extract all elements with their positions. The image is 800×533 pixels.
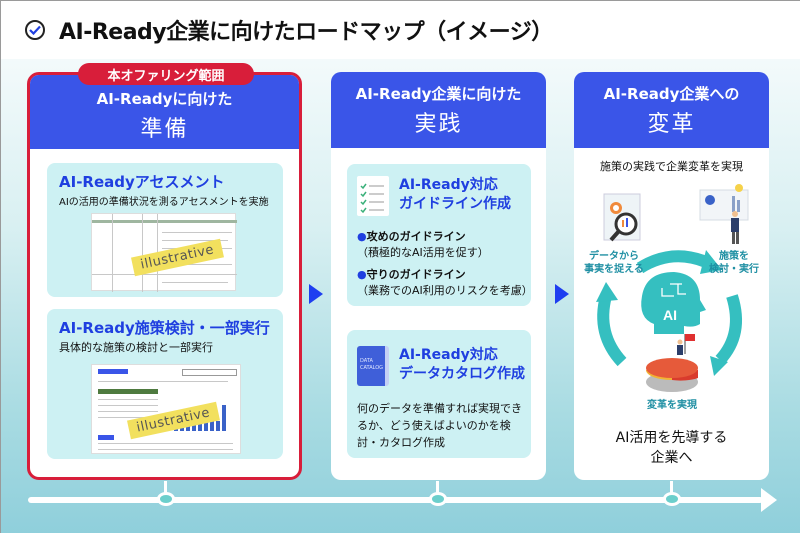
data-catalog-card: DATA CATALOG AI-Ready対応 データカタログ作成 何のデータを… [347, 330, 531, 458]
step-arrow-icon [555, 284, 569, 304]
phase-header: AI-Ready企業への 変革 [574, 72, 769, 148]
phase-title: 準備 [140, 116, 189, 142]
ai-head-icon [641, 272, 706, 334]
phase-transformation: AI-Ready企業への 変革 施策の実践で企業変革を実現 [574, 72, 769, 480]
book-label: CATALOG [360, 365, 384, 371]
timeline-node [429, 492, 447, 506]
card-title-line2: ガイドライン作成 [399, 196, 511, 212]
card-description: 具体的な施策の検討と一部実行 [59, 341, 213, 354]
card-description: AIの活用の準備状況を測るアセスメントを実施 [59, 197, 269, 208]
timeline-node [663, 492, 681, 506]
data-catalog-book-icon: DATA CATALOG [357, 346, 389, 386]
offering-scope-badge: 本オファリング範囲 [78, 63, 254, 85]
card-title-line1: AI-Ready対応 [399, 177, 498, 193]
phase-title: 変革 [647, 111, 696, 137]
cycle-step-label: 施策を [719, 249, 749, 262]
ai-label: AI [663, 307, 677, 323]
guideline-card: AI-Ready対応 ガイドライン作成 ●攻めのガイドライン （積極的なAI活用… [347, 164, 533, 306]
measure-plan-screenshot: illustrative [91, 364, 241, 454]
checklist-icon [357, 176, 389, 216]
bullet-item: ●守りのガイドライン （業務でのAI利用のリスクを考慮） [357, 268, 533, 297]
phase-intro: 施策の実践で企業変革を実現 [600, 160, 743, 173]
card-title-line1: AI-Ready対応 [399, 347, 498, 363]
card-title: AI-Ready施策検討・一部実行 [59, 319, 270, 337]
phase-subtitle: AI-Readyに向けた [96, 89, 233, 108]
timeline-arrowhead-icon [761, 488, 777, 512]
cycle-arrows [597, 250, 742, 367]
presenter-icon [699, 184, 749, 244]
goal-line1: AI活用を先導する [615, 430, 728, 446]
goal-line2: 企業へ [650, 450, 693, 466]
document-magnifier-icon [603, 193, 641, 242]
card-title: AI-Readyアセスメント [59, 173, 225, 191]
illustrative-label: illustrative [131, 238, 224, 277]
cycle-step-label: データから [589, 249, 639, 262]
page-title: AI-Ready企業に向けたロードマップ（イメージ） [59, 20, 553, 45]
measure-plan-card: AI-Ready施策検討・一部実行 具体的な施策の検討と一部実行 illustr… [47, 309, 283, 459]
phase-practice: AI-Ready企業に向けた 実践 AI-Ready対応 ガイドライン作成 ●攻… [331, 72, 546, 480]
book-label: DATA [360, 358, 373, 364]
assessment-screenshot: illustrative [91, 213, 237, 292]
phase-preparation: AI-Readyに向けた 準備 AI-Readyアセスメント AIの活用の準備状… [27, 72, 302, 480]
bullet-sub: （積極的なAI活用を促す） [357, 246, 489, 259]
timeline-axis [28, 497, 763, 503]
timeline-stem [670, 481, 673, 497]
bullet-sub: （業務でのAI利用のリスクを考慮） [357, 284, 533, 297]
cycle-step-label: 変革を実現 [647, 398, 697, 411]
transformation-cycle-diagram: AI データから 事実を捉える 施策を 検討・実行 変革を実現 [584, 184, 759, 411]
page-header: AI-Ready企業に向けたロードマップ（イメージ） [1, 1, 800, 59]
phase-header: AI-Readyに向けた 準備 [30, 75, 299, 149]
step-arrow-icon [309, 284, 323, 304]
card-title: AI-Ready対応 データカタログ作成 [399, 346, 525, 384]
card-title: AI-Ready対応 ガイドライン作成 [399, 176, 511, 214]
bullet-title: 攻めのガイドライン [366, 230, 466, 243]
bullet-title: 守りのガイドライン [366, 268, 466, 281]
bullet-item: ●攻めのガイドライン （積極的なAI活用を促す） [357, 230, 489, 259]
phase-header: AI-Ready企業に向けた 実践 [331, 72, 546, 148]
card-title-line2: データカタログ作成 [399, 366, 525, 382]
check-circle-icon [25, 20, 45, 40]
cycle-step-label: 事実を捉える [584, 262, 644, 275]
phase-subtitle: AI-Ready企業への [603, 84, 740, 103]
timeline-stem [436, 481, 439, 497]
card-description: 何のデータを準備すれば実現できるか、どう使えばよいのかを検討・カタログ作成 [357, 402, 522, 449]
timeline-node [157, 492, 175, 506]
timeline-stem [164, 481, 167, 497]
goal-statement: AI活用を先導する 企業へ [574, 428, 769, 468]
phase-title: 実践 [414, 111, 463, 137]
phase-subtitle: AI-Ready企業に向けた [355, 84, 522, 103]
cycle-step-label: 検討・実行 [709, 262, 759, 275]
assessment-card: AI-Readyアセスメント AIの活用の準備状況を測るアセスメントを実施 il… [47, 163, 283, 297]
pie-chart-flag-icon [646, 334, 698, 392]
